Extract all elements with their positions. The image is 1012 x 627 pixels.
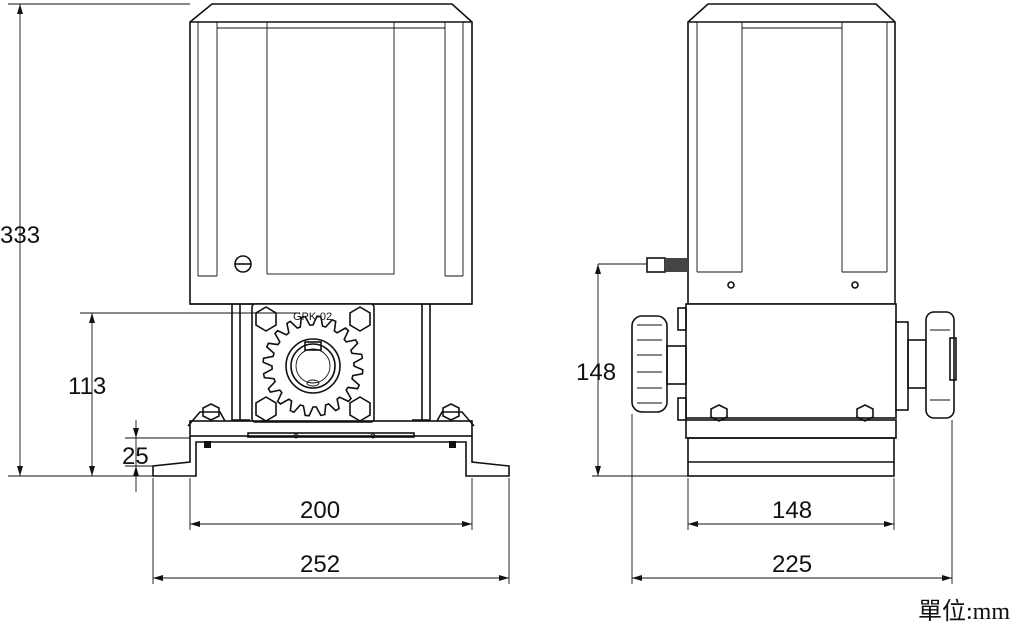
dim-113: 113	[68, 373, 106, 400]
dimension-lines	[8, 3, 953, 584]
dim-200: 200	[300, 497, 340, 524]
gear-label: GPK-02	[293, 311, 332, 323]
dim-148-horizontal: 148	[772, 497, 812, 524]
dim-25: 25	[122, 443, 149, 470]
gear-icon	[262, 315, 364, 417]
unit-label: 單位:mm	[918, 598, 1010, 625]
front-motor-housing	[189, 3, 473, 305]
front-base	[152, 403, 510, 477]
release-handle-icon	[895, 321, 909, 411]
front-gearbox: GPK-02	[231, 303, 431, 423]
dim-225: 225	[772, 551, 812, 578]
side-base	[685, 419, 897, 477]
front-view: GPK-02	[152, 3, 510, 477]
dim-148-vertical: 148	[576, 359, 616, 386]
pinion-gear-icon	[631, 315, 668, 413]
dim-252: 252	[300, 551, 340, 578]
dimension-labels: 333 113 25 200 252 148 148 225 單位:mm	[0, 222, 1010, 625]
dim-333: 333	[0, 222, 40, 249]
side-motor-housing	[598, 3, 896, 305]
side-view	[598, 3, 957, 477]
side-gearbox	[631, 303, 957, 422]
